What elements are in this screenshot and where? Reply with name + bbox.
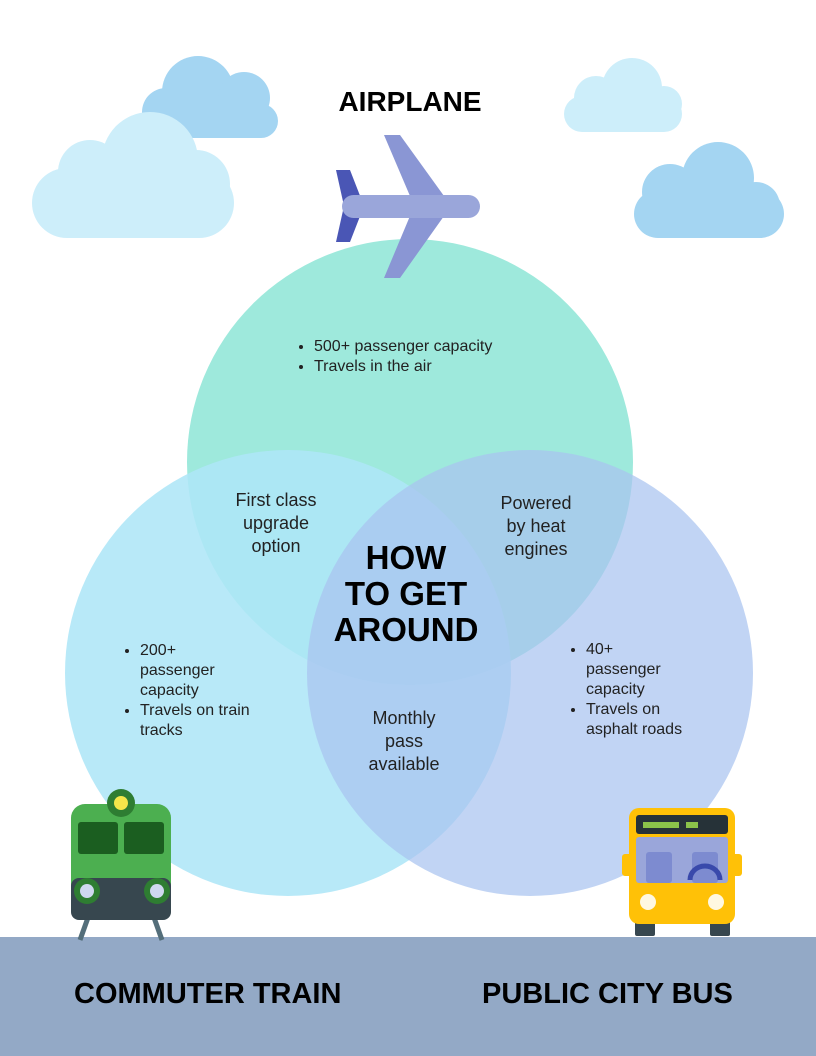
list-item: Travels in the air bbox=[314, 357, 574, 377]
list-item: 500+ passenger capacity bbox=[314, 337, 574, 357]
bus-label: PUBLIC CITY BUS bbox=[482, 978, 733, 1010]
bus-icon bbox=[622, 808, 742, 936]
cloud-icon bbox=[634, 142, 784, 238]
train-icon bbox=[71, 789, 171, 941]
train-label: COMMUTER TRAIN bbox=[74, 978, 342, 1010]
cloud-icon bbox=[32, 112, 234, 238]
airplane-icon bbox=[336, 135, 480, 278]
airplane-label: AIRPLANE bbox=[338, 86, 482, 117]
bus-circle bbox=[307, 450, 753, 896]
ground-band bbox=[0, 937, 816, 1056]
airplane-items: 500+ passenger capacity Travels in the a… bbox=[294, 337, 574, 377]
cloud-icon bbox=[564, 58, 682, 132]
